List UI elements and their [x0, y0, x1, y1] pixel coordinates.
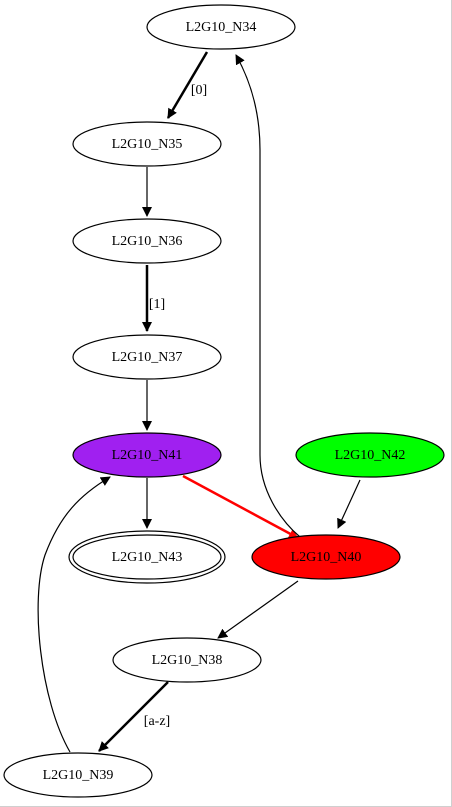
node-n35: L2G10_N35 [72, 121, 222, 167]
edge-n34-to-n35 [166, 51, 209, 119]
node-shape-n36 [72, 218, 222, 264]
edge-n42-to-n40 [337, 479, 361, 529]
node-n34: L2G10_N34 [146, 4, 296, 50]
node-label-n38: L2G10_N38 [152, 653, 223, 668]
node-n39: L2G10_N39 [3, 752, 153, 798]
node-shape-n40 [251, 534, 401, 580]
node-label-n35: L2G10_N35 [112, 137, 183, 152]
node-n36: L2G10_N36 [72, 218, 222, 264]
edge-label-n38-to-n39: [a-z] [144, 714, 170, 729]
node-inner-ring-n43 [72, 534, 222, 580]
edge-label-n36-to-n37: [1] [149, 297, 165, 312]
node-n43: L2G10_N43 [68, 530, 226, 584]
edge-n40-to-n34 [235, 54, 301, 538]
node-shape-n35 [72, 121, 222, 167]
node-n38: L2G10_N38 [112, 637, 262, 683]
edge-n38-to-n39 [98, 681, 169, 752]
edge-labels-layer: [0] [1] [a-z] [144, 83, 207, 729]
edge-n39-to-n41 [37, 476, 111, 753]
node-label-n37: L2G10_N37 [112, 350, 183, 365]
node-shape-n39 [3, 752, 153, 798]
node-label-n41: L2G10_N41 [112, 448, 183, 463]
node-label-n42: L2G10_N42 [335, 448, 406, 463]
node-shape-n38 [112, 637, 262, 683]
node-shape-n34 [146, 4, 296, 50]
node-label-n40: L2G10_N40 [291, 550, 362, 565]
node-n41: L2G10_N41 [72, 432, 222, 478]
nodes-layer: L2G10_N34L2G10_N35L2G10_N36L2G10_N37L2G1… [3, 4, 445, 798]
node-n40: L2G10_N40 [251, 534, 401, 580]
node-label-n43: L2G10_N43 [112, 550, 183, 565]
node-label-n39: L2G10_N39 [43, 768, 114, 783]
node-n42: L2G10_N42 [295, 432, 445, 478]
edge-n41-to-n40 [182, 474, 299, 540]
node-label-n34: L2G10_N34 [186, 20, 257, 35]
edge-n40-to-n38 [217, 580, 299, 639]
node-shape-n43 [68, 530, 226, 584]
edges-layer [37, 51, 361, 753]
node-shape-n42 [295, 432, 445, 478]
node-shape-n37 [72, 334, 222, 380]
node-label-n36: L2G10_N36 [112, 234, 183, 249]
edge-label-n34-to-n35: [0] [191, 83, 207, 98]
node-shape-n41 [72, 432, 222, 478]
node-n37: L2G10_N37 [72, 334, 222, 380]
